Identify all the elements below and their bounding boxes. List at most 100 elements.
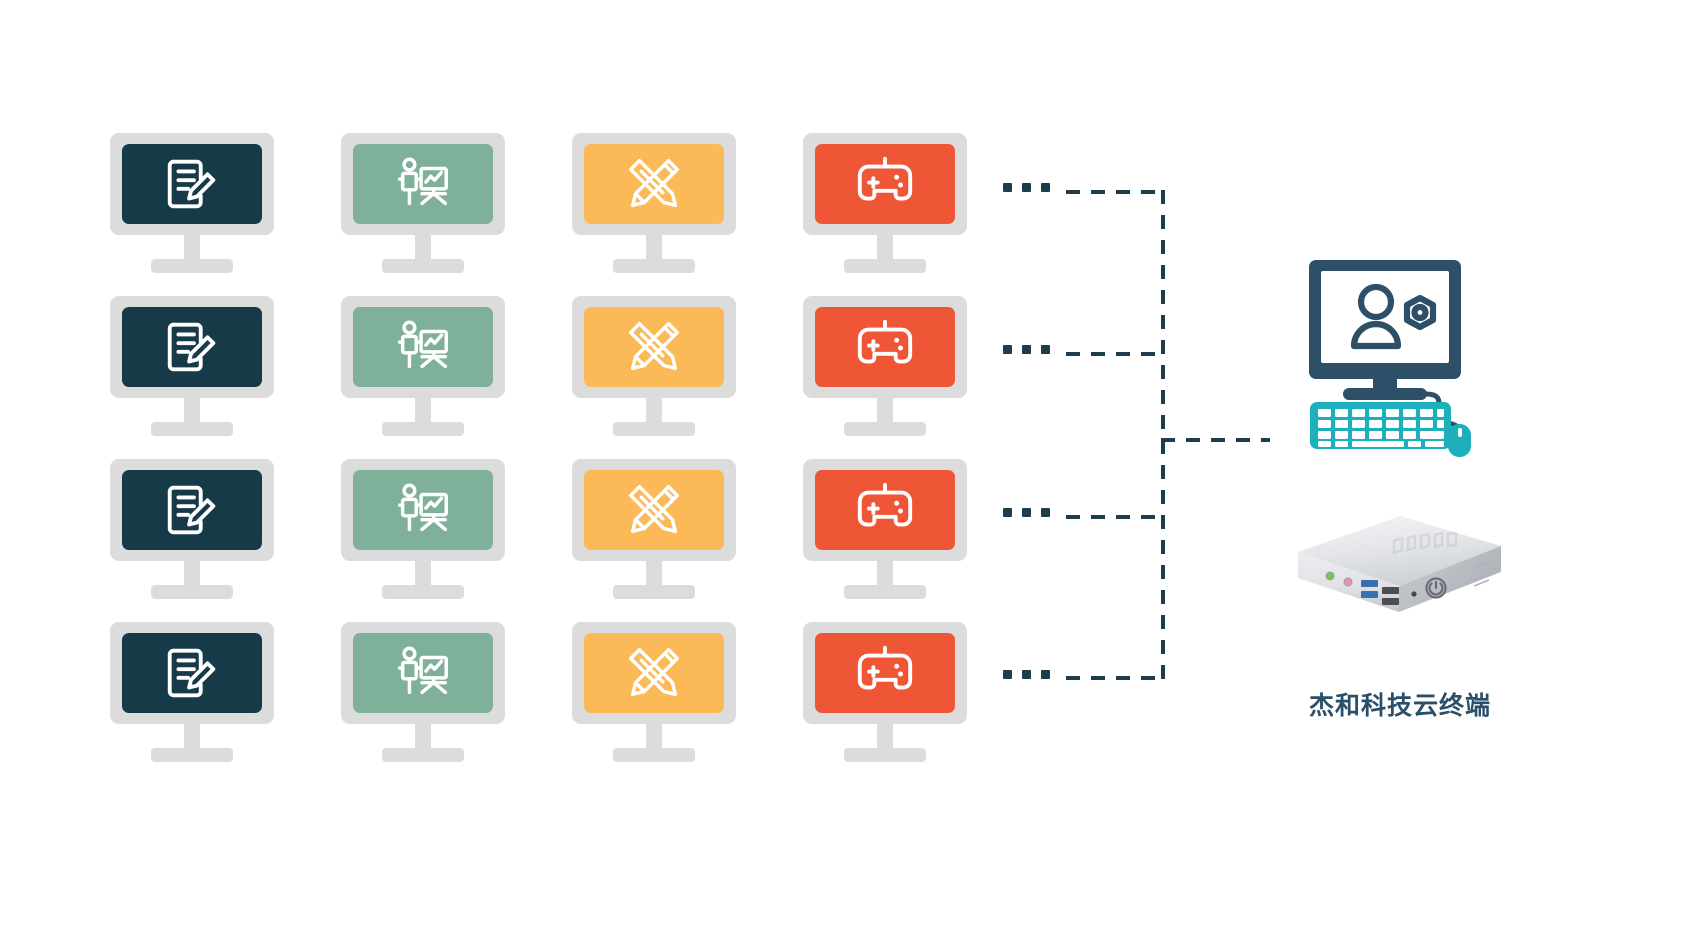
monitor-neck	[415, 561, 431, 587]
admin-workstation[interactable]	[1280, 258, 1490, 468]
monitor-screen-teaching-presentation	[353, 144, 493, 224]
microphone-jack[interactable]	[1343, 577, 1353, 587]
monitor-screen-gaming-entertainment	[815, 144, 955, 224]
document-edit-icon	[167, 485, 216, 535]
monitor-bezel	[803, 459, 967, 561]
presentation-easel-icon	[398, 320, 448, 369]
monitor-screen-office-documents	[122, 470, 262, 550]
document-edit-icon	[167, 159, 216, 209]
monitor-neck	[415, 235, 431, 261]
client-monitor-gaming-entertainment-r3[interactable]	[803, 459, 967, 601]
ellipsis-row-4	[1003, 670, 1050, 679]
pencil-ruler-icon	[629, 648, 679, 697]
usb3-port-bottom[interactable]	[1361, 591, 1378, 598]
monitor-neck	[646, 235, 662, 261]
monitor-screen-teaching-presentation	[353, 307, 493, 387]
monitor-neck	[877, 561, 893, 587]
monitor-screen-gaming-entertainment	[815, 470, 955, 550]
audio-out-jack[interactable]	[1325, 571, 1335, 581]
monitor-neck	[646, 398, 662, 424]
monitor-base	[844, 422, 926, 436]
monitor-bezel	[341, 296, 505, 398]
admin-mouse[interactable]	[1448, 424, 1471, 457]
monitor-base	[844, 259, 926, 273]
presentation-easel-icon	[398, 157, 448, 206]
monitor-neck	[646, 561, 662, 587]
monitor-bezel	[341, 459, 505, 561]
monitor-bezel	[572, 296, 736, 398]
monitor-neck	[415, 398, 431, 424]
client-monitor-design-drafting-r4[interactable]	[572, 622, 736, 764]
monitor-screen-design-drafting	[584, 470, 724, 550]
pencil-ruler-icon	[629, 485, 679, 534]
monitor-base	[382, 422, 464, 436]
monitor-base	[151, 259, 233, 273]
document-edit-icon	[167, 322, 216, 372]
client-monitor-design-drafting-r1[interactable]	[572, 133, 736, 275]
monitor-base	[382, 748, 464, 762]
gamepad-icon	[857, 645, 913, 690]
gamepad-icon	[857, 156, 913, 201]
ellipsis-row-1	[1003, 183, 1050, 192]
monitor-neck	[184, 561, 200, 587]
monitor-bezel	[341, 622, 505, 724]
monitor-screen-teaching-presentation	[353, 470, 493, 550]
admin-monitor-base	[1343, 388, 1427, 400]
usb2-port-bottom[interactable]	[1382, 598, 1399, 605]
gamepad-icon	[857, 482, 913, 527]
monitor-bezel	[803, 133, 967, 235]
usb3-port-top[interactable]	[1361, 580, 1378, 587]
monitor-bezel	[110, 459, 274, 561]
mini-pc-side-face	[1399, 546, 1501, 612]
monitor-neck	[877, 724, 893, 750]
client-monitor-office-documents-r4[interactable]	[110, 622, 274, 764]
reset-pinhole[interactable]	[1411, 591, 1417, 597]
monitor-screen-design-drafting	[584, 144, 724, 224]
client-monitor-design-drafting-r3[interactable]	[572, 459, 736, 601]
admin-monitor-with-keyboard	[1309, 260, 1471, 457]
monitor-screen-gaming-entertainment	[815, 633, 955, 713]
monitor-bezel	[803, 622, 967, 724]
admin-monitor-neck	[1373, 379, 1397, 390]
client-monitor-teaching-presentation-r3[interactable]	[341, 459, 505, 601]
client-monitor-teaching-presentation-r2[interactable]	[341, 296, 505, 438]
client-monitor-teaching-presentation-r4[interactable]	[341, 622, 505, 764]
monitor-screen-design-drafting	[584, 633, 724, 713]
power-button[interactable]	[1425, 577, 1447, 599]
monitor-base	[844, 585, 926, 599]
client-monitor-gaming-entertainment-r1[interactable]	[803, 133, 967, 275]
monitor-base	[151, 585, 233, 599]
client-monitor-design-drafting-r2[interactable]	[572, 296, 736, 438]
monitor-bezel	[803, 296, 967, 398]
monitor-neck	[184, 235, 200, 261]
client-monitor-office-documents-r3[interactable]	[110, 459, 274, 601]
monitor-neck	[415, 724, 431, 750]
client-monitor-teaching-presentation-r1[interactable]	[341, 133, 505, 275]
monitor-base	[613, 748, 695, 762]
monitor-screen-office-documents	[122, 307, 262, 387]
monitor-base	[613, 422, 695, 436]
monitor-screen-design-drafting	[584, 307, 724, 387]
client-monitor-office-documents-r1[interactable]	[110, 133, 274, 275]
vent-slits	[1473, 561, 1490, 587]
client-monitor-gaming-entertainment-r4[interactable]	[803, 622, 967, 764]
client-monitor-gaming-entertainment-r2[interactable]	[803, 296, 967, 438]
ellipsis-row-3	[1003, 508, 1050, 517]
client-monitor-office-documents-r2[interactable]	[110, 296, 274, 438]
mini-pc-cloud-terminal[interactable]	[1268, 500, 1508, 630]
monitor-neck	[877, 235, 893, 261]
monitor-bezel	[110, 296, 274, 398]
monitor-base	[151, 748, 233, 762]
admin-keyboard[interactable]	[1310, 402, 1451, 449]
monitor-bezel	[110, 133, 274, 235]
ellipsis-row-2	[1003, 345, 1050, 354]
usb2-port-top[interactable]	[1382, 587, 1399, 594]
monitor-base	[382, 259, 464, 273]
monitor-bezel	[110, 622, 274, 724]
document-edit-icon	[167, 648, 216, 698]
server-caption: 杰和科技云终端	[1308, 691, 1491, 720]
monitor-base	[382, 585, 464, 599]
monitor-neck	[646, 724, 662, 750]
monitor-base	[613, 259, 695, 273]
